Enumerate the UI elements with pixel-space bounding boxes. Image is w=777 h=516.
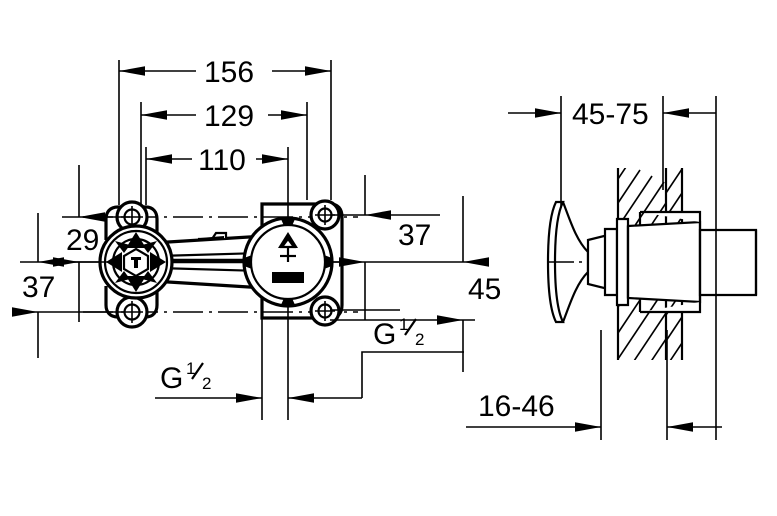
- right-valve-hub: [242, 216, 334, 308]
- mixer-body-section: [626, 210, 702, 314]
- front-view-geometry: [55, 199, 360, 420]
- dimension-110: 110: [146, 144, 288, 177]
- cartridge-sleeve: [603, 217, 630, 307]
- dimension-29: 29: [53, 165, 105, 322]
- dimension-45-75: 45-75: [508, 96, 716, 208]
- rear-body-block: [698, 222, 758, 302]
- thread-callout-lower-right: G 1 2: [288, 315, 464, 403]
- dimension-156: 156: [119, 56, 331, 89]
- mounting-hole-lower-right: [309, 295, 341, 327]
- side-section-geometry: [546, 168, 758, 360]
- dimension-37-left-label: 37: [22, 271, 55, 304]
- svg-text:1: 1: [186, 359, 195, 378]
- front-horizontal-dimensions: 156 129 110: [118, 56, 332, 218]
- dimension-45: 45: [437, 196, 501, 372]
- dimension-37-right: 37: [339, 175, 431, 320]
- dimension-45-label: 45: [468, 273, 501, 306]
- dimension-16-46-label: 16-46: [478, 390, 555, 423]
- svg-text:1: 1: [399, 315, 408, 334]
- dimension-129: 129: [141, 100, 307, 133]
- dimension-129-label: 129: [204, 100, 254, 133]
- flow-direction-symbol: [278, 232, 298, 262]
- wall-hatching-upper-right: [666, 168, 682, 228]
- left-valve-hub: [98, 224, 174, 300]
- front-left-vertical-dimensions: 29 37: [12, 165, 130, 358]
- svg-text:G: G: [160, 362, 183, 395]
- dimension-29-label: 29: [66, 224, 99, 257]
- dimension-37-right-label: 37: [398, 219, 431, 252]
- svg-text:G: G: [373, 318, 396, 351]
- front-right-vertical-dimensions: 37 45: [330, 175, 501, 372]
- dimension-110-label: 110: [198, 144, 246, 177]
- mounting-hole-upper-right: [309, 199, 341, 231]
- valve-spoke-ring: [106, 232, 166, 292]
- dimension-45-75-label: 45-75: [572, 98, 649, 131]
- thread-callout-lower-left: G 1 2: [155, 359, 262, 403]
- svg-text:2: 2: [415, 330, 424, 349]
- dimension-156-label: 156: [204, 56, 254, 89]
- dimension-16-46: 16-46: [466, 330, 722, 440]
- svg-text:2: 2: [202, 374, 211, 393]
- dimension-37-left: 37: [12, 213, 64, 358]
